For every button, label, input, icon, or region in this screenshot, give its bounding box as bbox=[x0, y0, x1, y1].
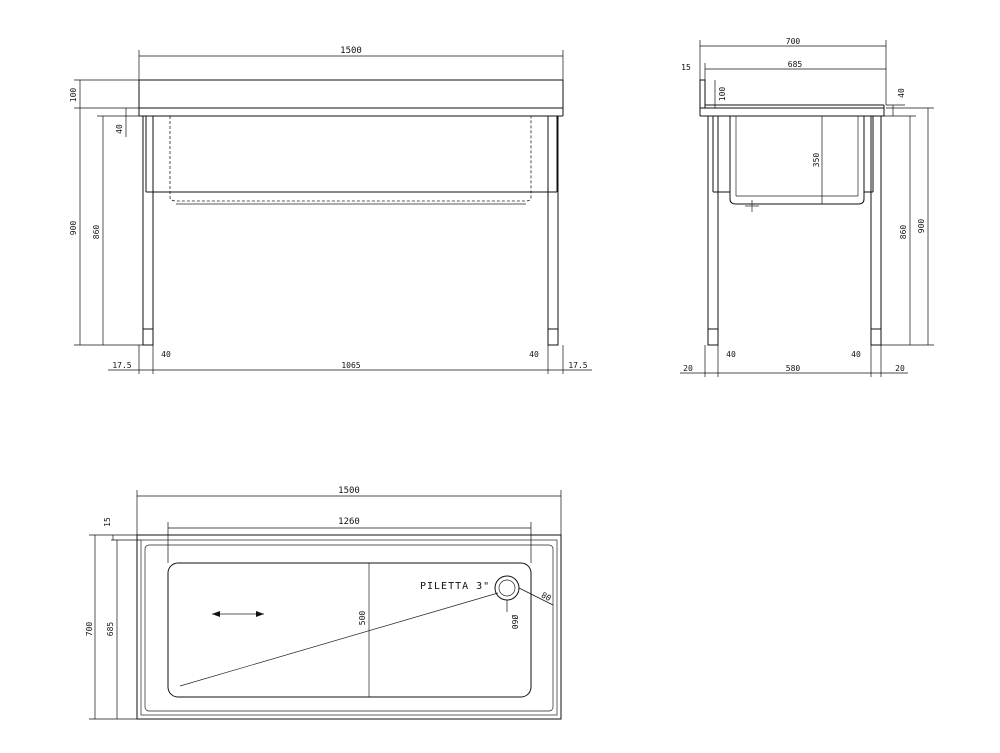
front-leg-left bbox=[142, 115, 154, 330]
top-dim-500: 500 bbox=[358, 611, 367, 626]
front-dim-17-5-left: 17.5 bbox=[112, 361, 131, 370]
front-dim-1500: 1500 bbox=[340, 46, 362, 56]
side-dim-20-right: 20 bbox=[895, 364, 905, 373]
top-bowl bbox=[167, 562, 532, 698]
front-view: 1500 100 900 860 40 17.5 40 1065 40 17.5 bbox=[69, 46, 592, 374]
top-inner-rim bbox=[140, 539, 558, 716]
front-foot-right bbox=[547, 328, 559, 346]
side-dim-860: 860 bbox=[899, 225, 908, 240]
side-dim-40-left: 40 bbox=[726, 350, 736, 359]
front-dim-40-rim: 40 bbox=[115, 124, 124, 134]
top-drain-outer bbox=[494, 575, 520, 601]
top-dim-685: 685 bbox=[106, 622, 115, 637]
side-dim-685: 685 bbox=[788, 60, 803, 69]
top-outer-rim bbox=[136, 534, 562, 720]
side-dim-40-rim: 40 bbox=[897, 88, 906, 98]
top-dim-700: 700 bbox=[85, 622, 94, 637]
top-dim-15: 15 bbox=[103, 517, 112, 527]
side-foot-right bbox=[870, 328, 882, 346]
top-view: 1500 1260 15 700 685 500 Ø60 80 PILETTA … bbox=[85, 486, 562, 720]
side-dim-350: 350 bbox=[812, 153, 821, 168]
top-dim-drain-dia: Ø60 bbox=[510, 615, 520, 630]
front-dim-17-5-right: 17.5 bbox=[568, 361, 587, 370]
side-dim-40-right: 40 bbox=[851, 350, 861, 359]
side-dim-20-left: 20 bbox=[683, 364, 693, 373]
front-foot-left bbox=[142, 328, 154, 346]
front-dim-40-right: 40 bbox=[529, 350, 539, 359]
front-bowl-hidden bbox=[169, 116, 532, 202]
top-dim-80: 80 bbox=[540, 591, 553, 604]
front-dim-1065: 1065 bbox=[341, 361, 360, 370]
front-top-slab bbox=[138, 79, 564, 109]
front-dim-860: 860 bbox=[92, 225, 101, 240]
front-dim-900: 900 bbox=[69, 221, 78, 236]
side-view: 700 685 15 100 40 350 860 900 20 40 580 bbox=[680, 37, 934, 377]
top-drain-inner bbox=[498, 579, 516, 597]
side-bowl bbox=[729, 116, 865, 205]
front-dim-100: 100 bbox=[69, 88, 78, 103]
side-dim-100: 100 bbox=[718, 87, 727, 102]
top-dim-1260: 1260 bbox=[338, 517, 360, 527]
top-rim-edge bbox=[144, 544, 554, 712]
top-slope-line bbox=[179, 592, 499, 687]
side-dim-580: 580 bbox=[786, 364, 801, 373]
side-backsplash bbox=[699, 79, 706, 109]
front-dim-40-left: 40 bbox=[161, 350, 171, 359]
side-foot-left bbox=[707, 328, 719, 346]
side-dim-15: 15 bbox=[681, 63, 691, 72]
top-dim-1500: 1500 bbox=[338, 486, 360, 496]
side-dim-700: 700 bbox=[786, 37, 801, 46]
side-dim-900: 900 bbox=[917, 219, 926, 234]
top-drain-label: PILETTA 3" bbox=[420, 581, 490, 592]
